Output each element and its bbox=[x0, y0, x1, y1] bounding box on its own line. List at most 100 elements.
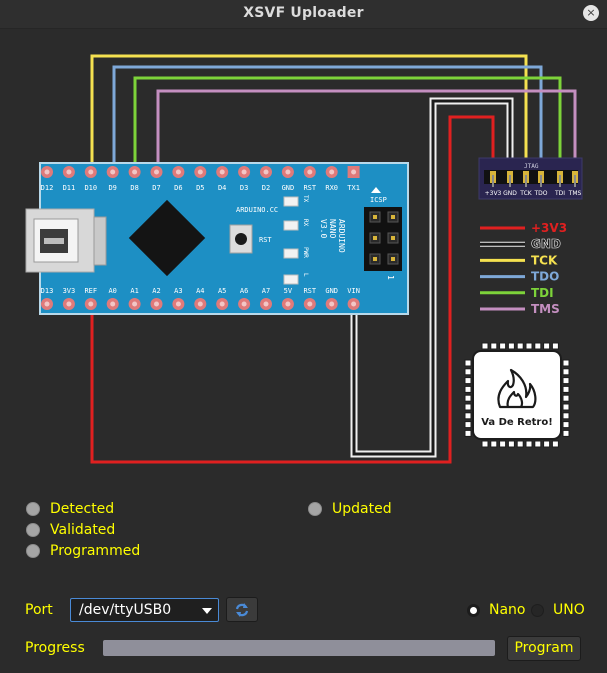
radio-uno[interactable]: UNO bbox=[531, 602, 585, 618]
logo-pin bbox=[525, 342, 533, 350]
status-validated: Validated bbox=[26, 522, 115, 538]
va-de-retro-logo: Va De Retro! bbox=[464, 342, 570, 448]
wire-tdo bbox=[112, 65, 543, 175]
pin-label-bottom-13: GND bbox=[325, 287, 338, 295]
board-name: ARDUINO NANO V3.0 bbox=[319, 219, 346, 253]
pin-hole-bottom-12 bbox=[307, 301, 313, 307]
icsp-pin-tip bbox=[373, 236, 377, 240]
logo-pin bbox=[464, 394, 472, 402]
logo-pin bbox=[481, 342, 489, 350]
pin-label-bottom-14: VIN bbox=[347, 287, 360, 295]
jtag-pin-label-3: TDO bbox=[533, 190, 547, 197]
pin-hole-bottom-5 bbox=[154, 301, 159, 307]
icsp-pin-tip bbox=[373, 257, 377, 261]
nano-radio-dot bbox=[467, 603, 480, 617]
wire-tdi bbox=[133, 76, 562, 175]
logo-pin bbox=[562, 368, 570, 376]
logo-pin bbox=[464, 368, 472, 376]
validated-indicator bbox=[26, 523, 40, 537]
pin-label-bottom-3: A0 bbox=[108, 287, 116, 295]
pin-label-bottom-9: A6 bbox=[240, 287, 248, 295]
detected-label: Detected bbox=[50, 501, 115, 517]
pin-hole-top-12 bbox=[307, 169, 313, 175]
pin-label-top-7: D5 bbox=[196, 184, 204, 192]
led-rx bbox=[283, 220, 299, 231]
logo-pin bbox=[464, 429, 472, 437]
jtag-pin-label-4: TDI bbox=[554, 190, 565, 197]
pin-label-bottom-1: 3V3 bbox=[63, 287, 76, 295]
pin-label-top-14: TX1 bbox=[347, 184, 360, 192]
logo-pin bbox=[507, 342, 515, 350]
port-select[interactable]: /dev/ttyUSB0 bbox=[70, 598, 219, 622]
logo-pin bbox=[562, 385, 570, 393]
pin-label-top-11: GND bbox=[282, 184, 295, 192]
board-name-line-1: ARDUINO bbox=[337, 219, 346, 253]
icsp-number: 1 bbox=[386, 275, 395, 280]
jtag-pins bbox=[490, 171, 578, 187]
logo-pin bbox=[490, 440, 498, 448]
logo-pin bbox=[551, 440, 559, 448]
validated-label: Validated bbox=[50, 522, 116, 538]
pin-hole-top-1 bbox=[66, 169, 72, 175]
legend-label-gnd: GND bbox=[531, 237, 561, 251]
pin-label-bottom-10: A7 bbox=[262, 287, 270, 295]
pin-hole-top-4 bbox=[132, 169, 138, 175]
logo-pin bbox=[499, 440, 507, 448]
close-button[interactable]: × bbox=[583, 5, 599, 21]
logo-pin bbox=[562, 429, 570, 437]
pin-hole-bottom-14 bbox=[351, 301, 357, 307]
jtag-pin-label-1: GND bbox=[503, 190, 517, 197]
chevron-down-icon bbox=[202, 608, 212, 614]
pin-label-top-13: RX0 bbox=[325, 184, 338, 192]
logo-pin bbox=[543, 342, 551, 350]
logo-pin bbox=[481, 440, 489, 448]
pin-label-top-1: D11 bbox=[63, 184, 76, 192]
close-icon: × bbox=[586, 6, 596, 19]
logo-pin bbox=[499, 342, 507, 350]
pin-hole-top-11 bbox=[285, 169, 291, 175]
logo-pin bbox=[562, 421, 570, 429]
logo-pin bbox=[525, 440, 533, 448]
pin-hole-top-9 bbox=[241, 169, 247, 175]
logo-pin bbox=[464, 412, 472, 420]
wire-tms bbox=[156, 89, 577, 175]
led-label-pwr: PWR bbox=[302, 247, 309, 258]
status-updated: Updated bbox=[308, 501, 392, 517]
logo-pin bbox=[464, 385, 472, 393]
pin-hole-top-2 bbox=[88, 169, 94, 175]
legend-label-tdi: TDI bbox=[531, 286, 554, 300]
progress-bar bbox=[103, 640, 495, 656]
pin-hole-top-0 bbox=[44, 169, 50, 175]
pin-label-top-4: D8 bbox=[130, 184, 138, 192]
wires bbox=[90, 54, 577, 464]
radio-nano[interactable]: Nano bbox=[467, 602, 526, 618]
icsp-pin-tip bbox=[373, 215, 377, 219]
pin-hole-bottom-2 bbox=[88, 301, 94, 307]
icsp-pin-tip bbox=[391, 215, 395, 219]
logo-pin bbox=[464, 421, 472, 429]
title-bar: XSVF Uploader × bbox=[0, 0, 607, 29]
logo-pin bbox=[562, 377, 570, 385]
board-pcb bbox=[39, 162, 409, 315]
led-label-rx: RX bbox=[302, 219, 309, 227]
programmed-indicator bbox=[26, 544, 40, 558]
window-title: XSVF Uploader bbox=[243, 5, 364, 21]
pin-hole-bottom-4 bbox=[132, 301, 138, 307]
port-value: /dev/ttyUSB0 bbox=[79, 602, 172, 618]
jtag-label: JTAG bbox=[524, 163, 539, 170]
board-site: ARDUINO.CC bbox=[236, 206, 278, 214]
logo-pin bbox=[562, 359, 570, 367]
icsp-pin-tip bbox=[391, 236, 395, 240]
program-button[interactable]: Program bbox=[507, 636, 581, 661]
refresh-button[interactable] bbox=[226, 597, 258, 622]
logo-pin bbox=[464, 403, 472, 411]
status-programmed: Programmed bbox=[26, 543, 140, 559]
pin-label-top-8: D4 bbox=[218, 184, 226, 192]
pin-label-bottom-2: REF bbox=[84, 287, 97, 295]
pin-hole-top-14 bbox=[351, 169, 357, 175]
